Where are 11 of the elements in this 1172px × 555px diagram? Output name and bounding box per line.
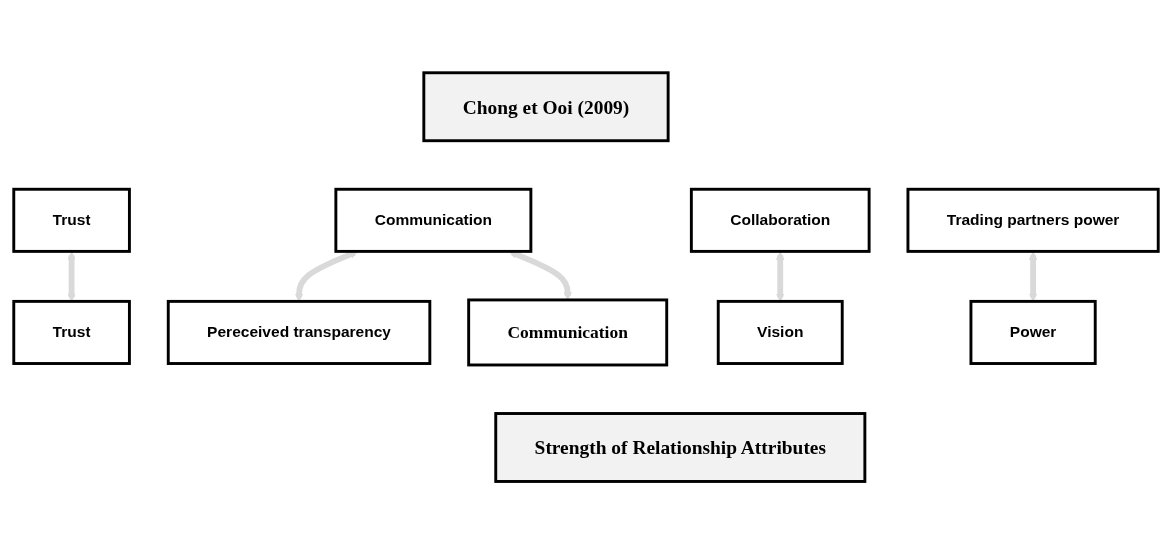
node-box: Trading partners power [906, 188, 1160, 254]
node-box: Communication [467, 298, 669, 367]
node-box: Vision [716, 300, 844, 366]
node-box: Chong et Ooi (2009) [422, 71, 670, 143]
node-box: Collaboration [689, 188, 871, 254]
node-box: Pereceived transparency [166, 300, 432, 366]
node-box: Communication [334, 188, 533, 254]
node-box: Power [969, 300, 1097, 366]
node-box: Trust [12, 188, 131, 254]
node-box: Trust [12, 300, 131, 366]
node-box: Strength of Relationship Attributes [494, 412, 867, 484]
